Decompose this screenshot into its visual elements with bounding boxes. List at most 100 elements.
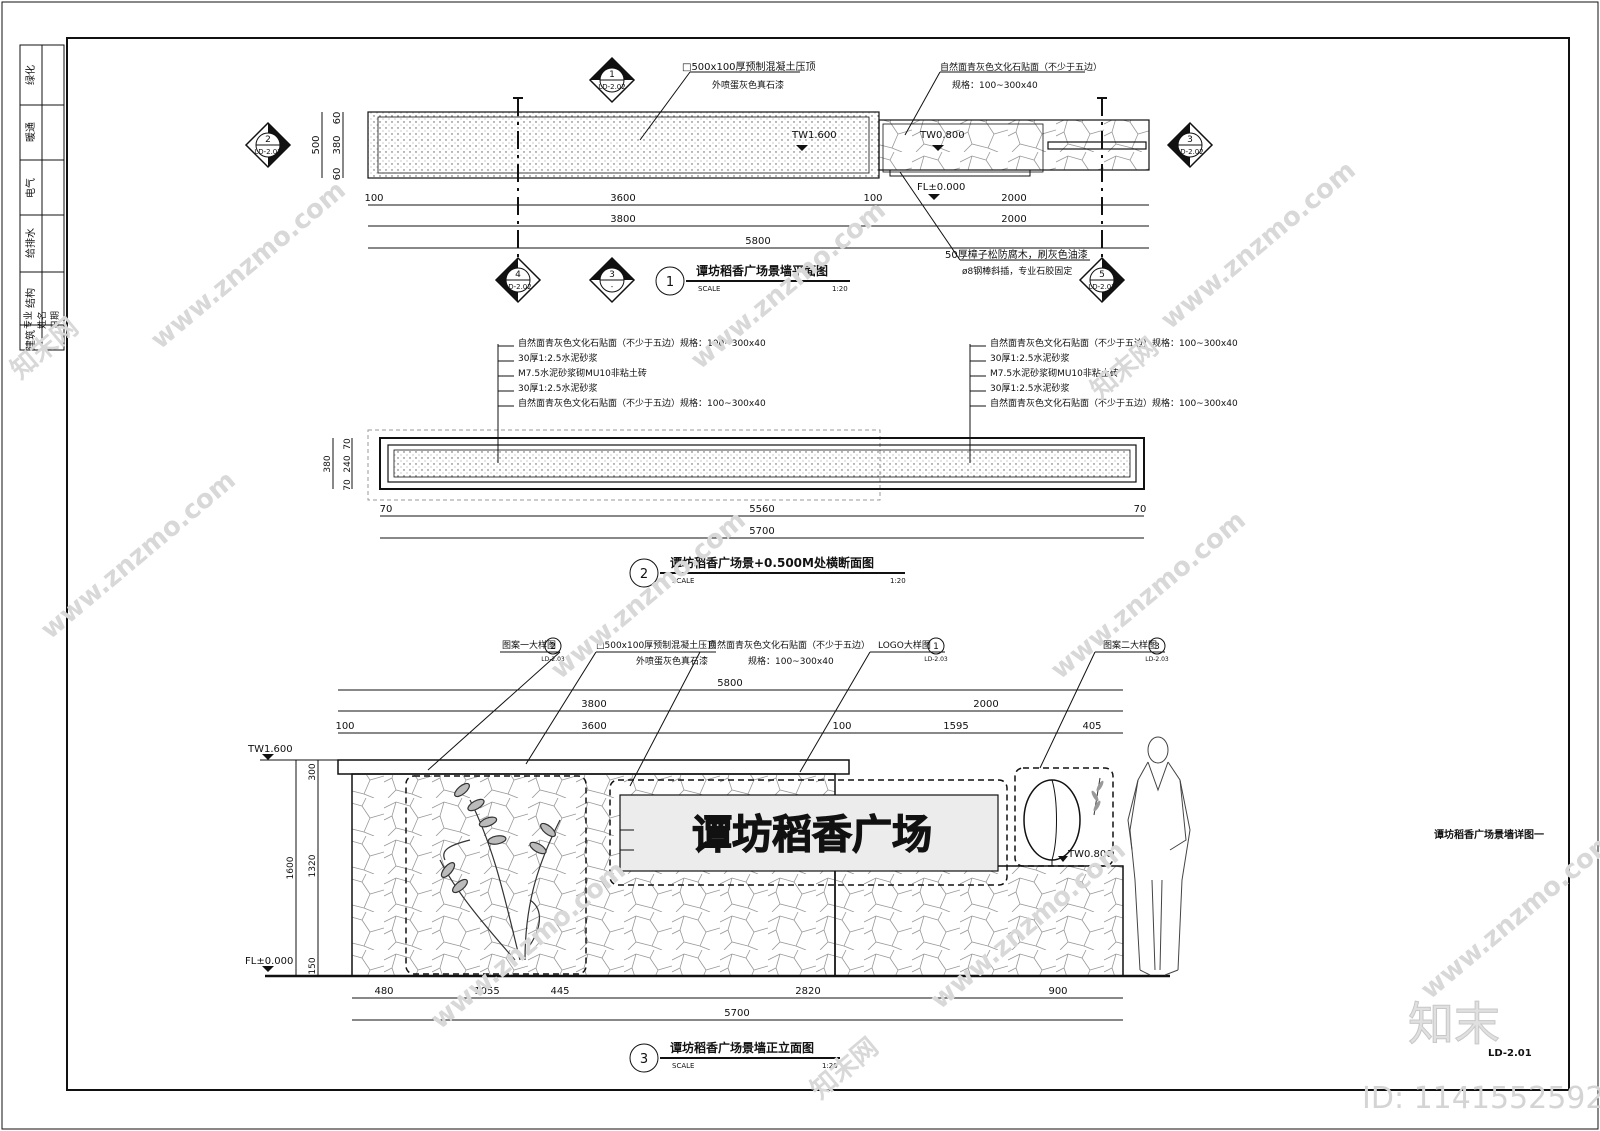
sidebar-label-hvac: 暖通: [24, 122, 37, 142]
svg-text:LD-2.02: LD-2.02: [1088, 283, 1115, 291]
sidebar-label-plumbing: 给排水: [24, 228, 37, 258]
plan-callout-timber-b: ø8钢棒斜插，专业石胶固定: [962, 265, 1072, 277]
sidebar-label-discipline: 专业: [22, 311, 34, 329]
elev-callout-logo-ref: 1: [933, 642, 939, 652]
section-title-num: 2: [640, 567, 648, 582]
svg-text:2: 2: [265, 135, 271, 145]
elev-callout-pattern-one: 图案一大样图: [502, 639, 556, 651]
section-dim-v-2: 70: [343, 479, 353, 491]
section-scale-label: SCALE: [672, 577, 694, 585]
plan-timber-bench: [1047, 141, 1147, 150]
plan-tw2-label: TW0.800: [919, 130, 965, 141]
svg-text:3: 3: [609, 270, 615, 280]
plan-dim-v-2: 60: [332, 168, 343, 181]
elev-title-num: 3: [640, 1052, 648, 1067]
sidebar-label-architecture: 建筑: [24, 330, 37, 350]
elev-tw2-label: TW0.800: [1067, 849, 1113, 860]
ref-marker-2: 2 LD-2.02: [244, 121, 292, 169]
plan-callout-coping: □500x100厚预制混凝土压顶: [682, 60, 816, 73]
svg-text:5: 5: [1099, 270, 1105, 280]
sheet-number: LD-2.01: [1488, 1048, 1532, 1059]
elev-dim-bot1-1: 1055: [474, 986, 499, 997]
plan-scale-label: SCALE: [698, 285, 720, 293]
elev-dim-bot2-0: 5700: [724, 1008, 749, 1019]
svg-text:LD-2.02: LD-2.02: [598, 83, 625, 91]
section-note-right-0: 自然面青灰色文化石贴面（不少于五边）规格：100~300x40: [990, 337, 1238, 349]
ref-marker-3: 3 LD-2.02: [1166, 121, 1214, 169]
plan-callout-coping-b: 外喷蛋灰色真石漆: [712, 79, 784, 91]
elev-pattern-two-box: [1014, 767, 1114, 867]
elev-dim-bot1-4: 900: [1048, 986, 1067, 997]
rice-stalk-icon: [439, 782, 561, 961]
elev-logo-panel: [619, 794, 999, 872]
elev-dim-v-3: 1600: [286, 856, 296, 879]
section-note-left-1: 30厚1:2.5水泥砂浆: [518, 352, 598, 364]
elev-dim-v-1: 1320: [308, 854, 318, 877]
svg-text:LD-2.02: LD-2.02: [504, 283, 531, 291]
plan-dim-h2-0: 3800: [610, 214, 635, 225]
elev-dim-top3-3: 1595: [943, 721, 968, 732]
section-dim-v-1: 240: [343, 455, 353, 472]
plan-title-num: 1: [666, 275, 674, 290]
elev-scale: 1:20: [822, 1062, 838, 1070]
plan-dim-v-1: 380: [332, 135, 343, 154]
elev-callout-pattern-one-sheet: LD-2.03: [541, 656, 565, 663]
svg-text:4: 4: [515, 270, 521, 280]
elev-callout-pattern-one-ref: 2: [550, 642, 556, 652]
plan-dim-h1-2: 100: [863, 193, 882, 204]
elev-callout-stone: 自然面青灰色文化石贴面（不少于五边）: [708, 639, 870, 651]
elev-dim-bot1-0: 480: [374, 986, 393, 997]
section-note-left-4: 自然面青灰色文化石贴面（不少于五边）规格：100~300x40: [518, 397, 766, 409]
elev-dim-top3-0: 100: [335, 721, 354, 732]
sidebar-label-name: 姓名: [36, 311, 48, 329]
elev-dim-v-0: 300: [308, 763, 318, 780]
svg-text:www.znzmo.com: www.znzmo.com: [145, 175, 351, 355]
elev-logo-box: [609, 779, 1008, 886]
elev-dim-top3-4: 405: [1082, 721, 1101, 732]
svg-text:知末网: 知末网: [805, 1032, 884, 1105]
plan-dim-v-0: 60: [332, 112, 343, 125]
svg-text:1: 1: [609, 70, 615, 80]
section-dim-v-3: 380: [323, 455, 333, 472]
section-note-right-1: 30厚1:2.5水泥砂浆: [990, 352, 1070, 364]
elev-dim-bot1-3: 2820: [795, 986, 820, 997]
svg-text:-: -: [611, 283, 614, 291]
elev-fl-label: FL±0.000: [245, 956, 293, 967]
plan-fl-label: FL±0.000: [917, 182, 965, 193]
svg-text:www.znzmo.com: www.znzmo.com: [1415, 825, 1600, 1005]
plan-scale: 1:20: [832, 285, 848, 293]
plan-wall-low: [878, 119, 1150, 171]
elev-callout-pattern-two-sheet: LD-2.03: [1145, 656, 1169, 663]
section-note-right-3: 30厚1:2.5水泥砂浆: [990, 382, 1070, 394]
elev-callout-coping: □500x100厚预制混凝土压顶: [596, 639, 716, 651]
ref-marker-5: 5 LD-2.02: [1078, 256, 1126, 304]
elev-callout-logo: LOGO大样图: [878, 639, 931, 651]
plan-dim-h2-1: 2000: [1001, 214, 1026, 225]
ref-marker-1: 1 LD-2.02: [588, 56, 636, 104]
elev-callout-pattern-two: 图案二大样图: [1103, 639, 1157, 651]
plan-tw1-label: TW1.600: [791, 130, 837, 141]
sidebar-label-date: 日期: [50, 311, 61, 329]
drawing-name: 谭坊稻香广场景墙详图一: [1434, 828, 1544, 841]
section-view: 自然面青灰色文化石贴面（不少于五边）规格：100~300x40 30厚1:2.5…: [323, 337, 1238, 588]
plan-callout-timber: 50厚樟子松防腐木，刷灰色油漆: [945, 248, 1088, 261]
plan-title-bubble: [655, 266, 685, 296]
plan-callout-stone-b: 规格：100~300x40: [952, 79, 1038, 91]
elev-logo-text: 谭坊稻香广场: [692, 812, 932, 858]
elev-dim-top3-2: 100: [832, 721, 851, 732]
section-note-right-4: 自然面青灰色文化石贴面（不少于五边）规格：100~300x40: [990, 397, 1238, 409]
section-scale: 1:20: [890, 577, 906, 585]
plan-title: 谭坊稻香广场景墙平面图: [696, 263, 828, 278]
human-figure-icon: [1127, 736, 1191, 976]
section-dim-h1-0: 70: [380, 504, 393, 515]
svg-text:www.znzmo.com: www.znzmo.com: [1155, 155, 1361, 335]
elev-coping: [337, 759, 850, 775]
sidebar-label-structure: 结构: [24, 288, 37, 308]
section-dim-v-0: 70: [343, 438, 353, 450]
section-note-left-3: 30厚1:2.5水泥砂浆: [518, 382, 598, 394]
svg-text:LD-2.02: LD-2.02: [1176, 148, 1203, 156]
sidebar-label-greening: 绿化: [24, 65, 37, 85]
elev-dim-top2-1: 2000: [973, 699, 998, 710]
elev-callout-stone-b: 规格：100~300x40: [748, 655, 834, 667]
